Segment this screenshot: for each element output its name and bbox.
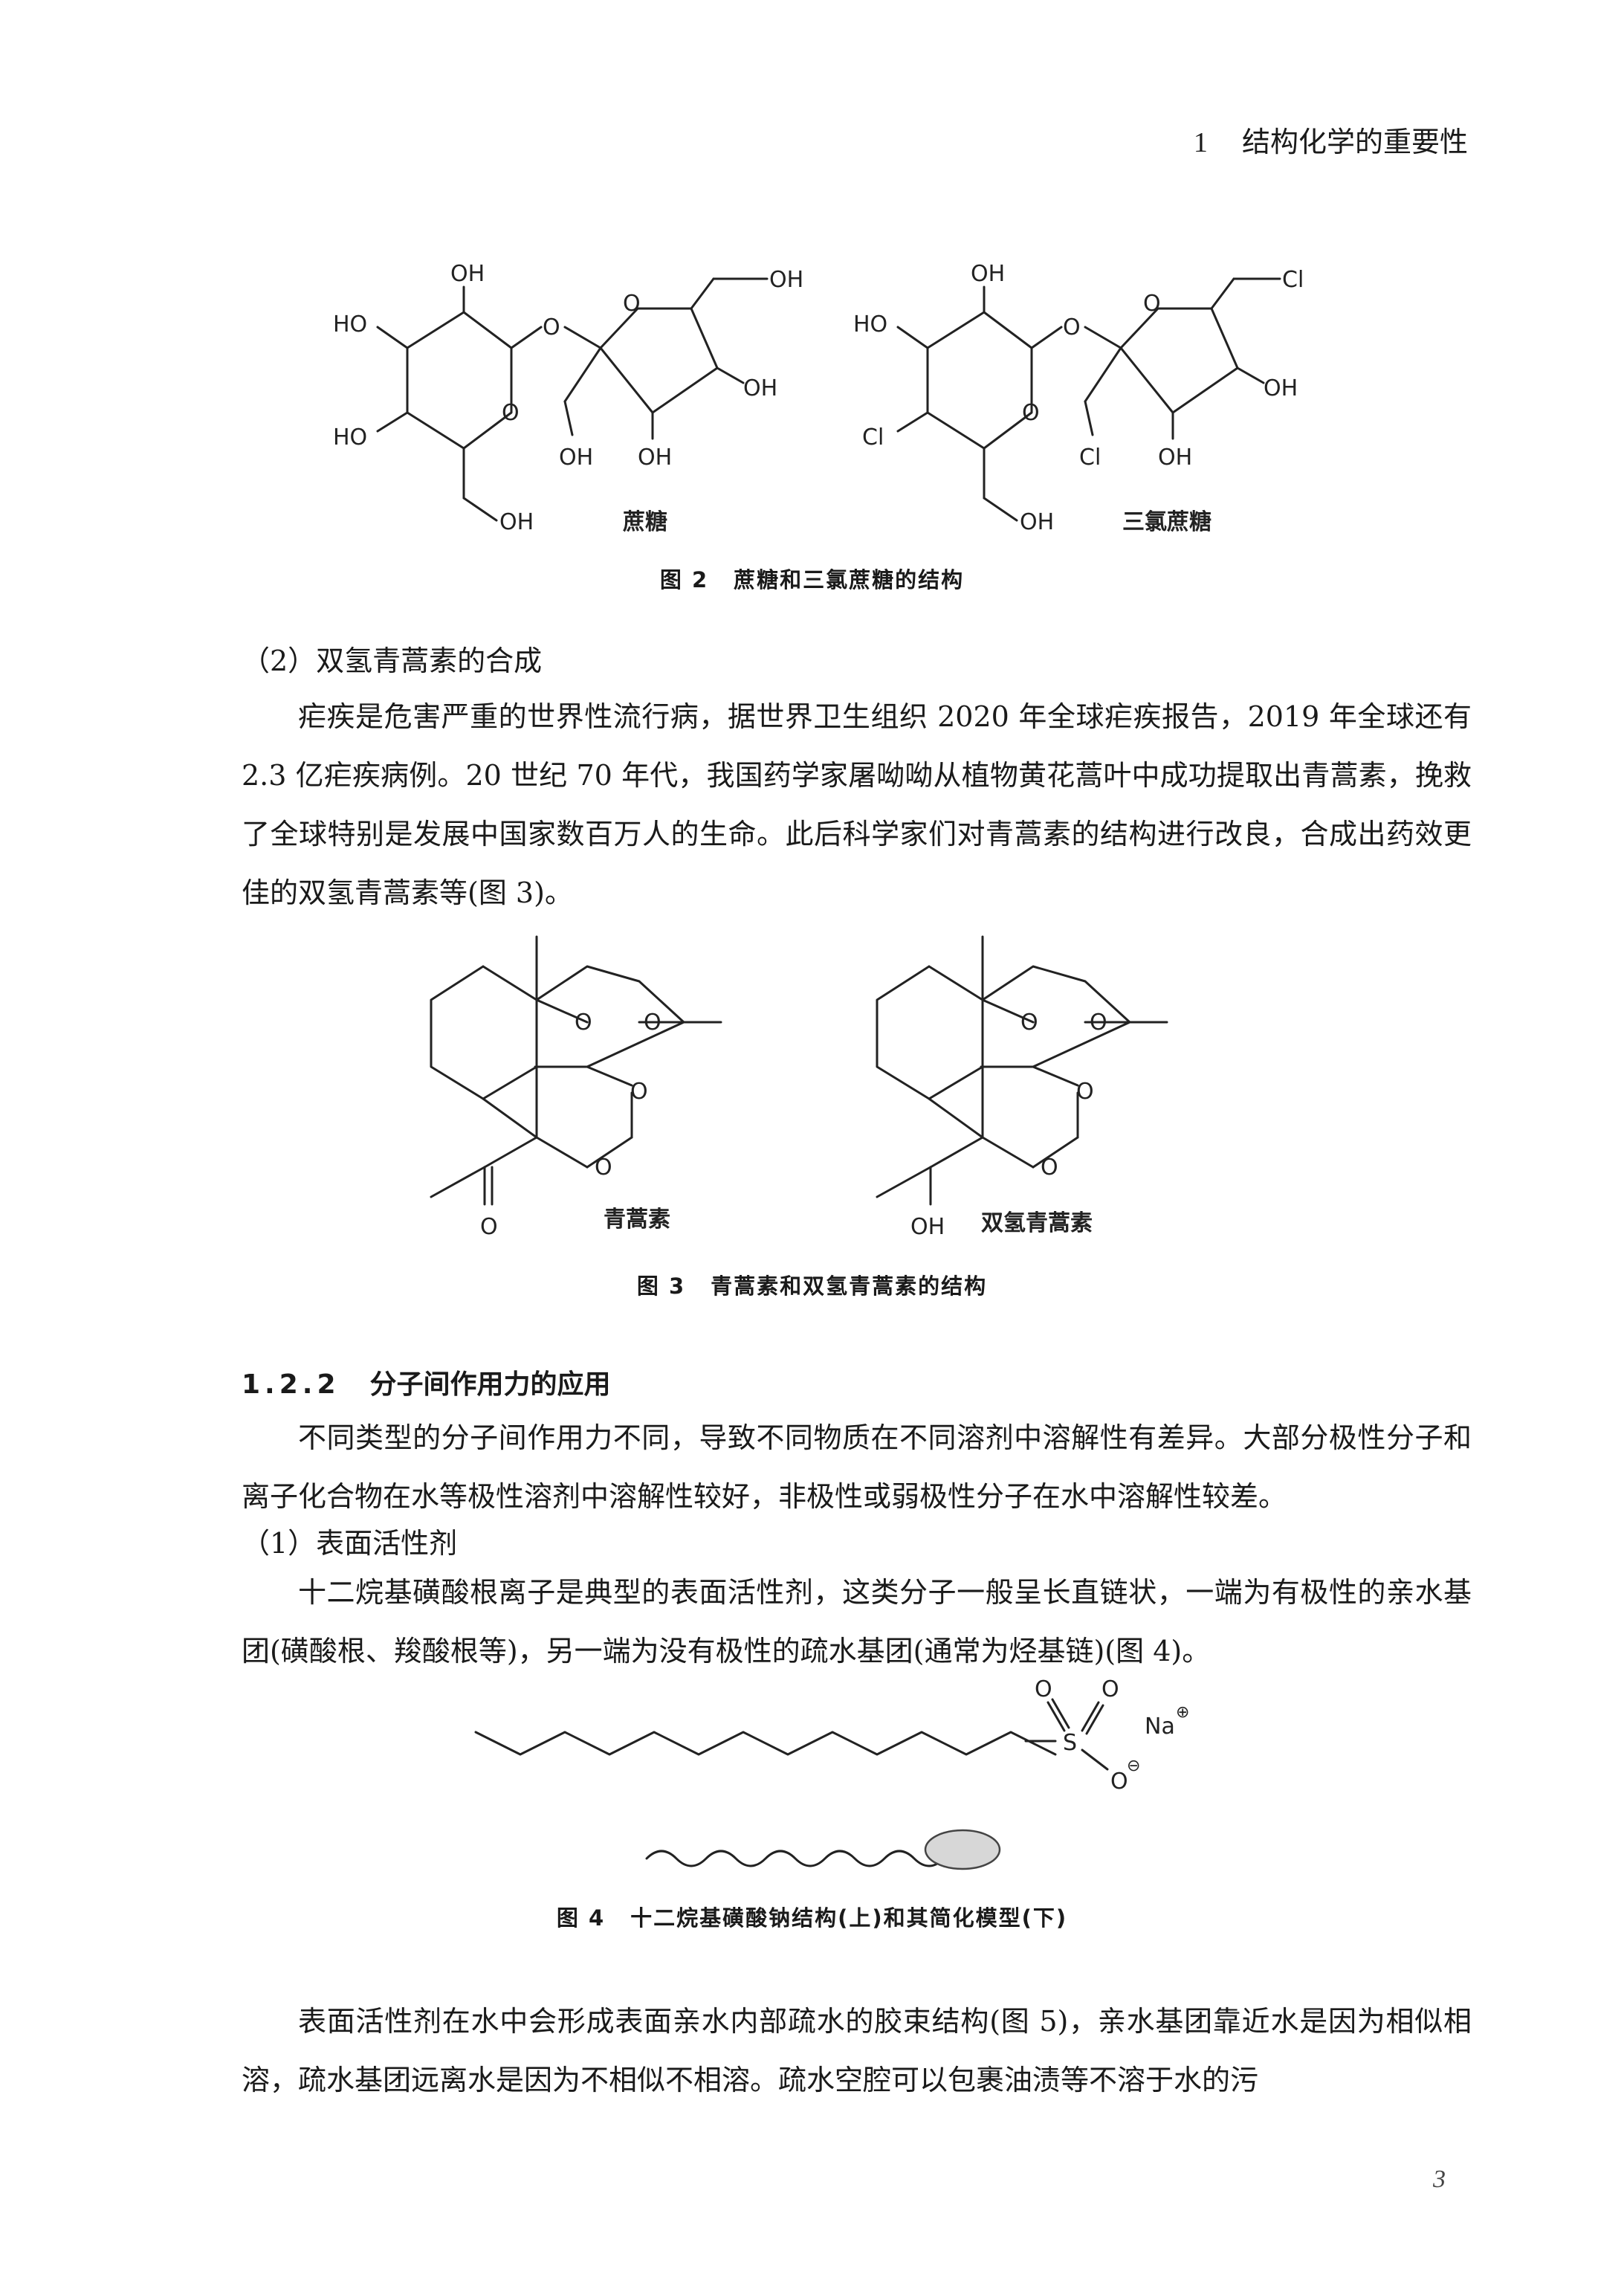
figure-2-number: 图 2: [659, 567, 709, 592]
dihydro-oh: OH: [910, 1214, 945, 1240]
sucrose-oh-top: OH: [450, 261, 485, 287]
figure-2-structures: OH HO HO OH O O O OH OH OH OH 蔗糖 OH HO C…: [333, 261, 1304, 535]
sucrose-oh-ring-bottom: OH: [638, 445, 672, 471]
sucralose-structure: OH HO Cl OH O O O Cl OH OH Cl 三氯蔗糖: [853, 261, 1304, 535]
figure-2-text: 蔗糖和三氯蔗糖的结构: [734, 567, 965, 592]
figure-3-number: 图 3: [636, 1273, 686, 1299]
sucralose-cl-ch2-left: Cl: [1079, 445, 1101, 471]
paragraph-micelle-text: 表面活性剂在水中会形成表面亲水内部疏水的胶束结构(图 5)，亲水基团靠近水是因为…: [242, 2005, 1472, 2096]
sucralose-furanose-o: O: [1143, 291, 1161, 317]
sulfonate-o-minus: O: [1110, 1769, 1128, 1795]
running-header: 1 结构化学的重要性: [1194, 119, 1468, 160]
artemisinin-o4: O: [595, 1155, 612, 1181]
section-122-heading: 1.2.2 分子间作用力的应用: [242, 1363, 611, 1401]
figure-3-text: 青蒿素和双氢青蒿素的结构: [711, 1273, 988, 1299]
dihydro-o3: O: [1076, 1079, 1094, 1105]
paragraph-malaria: 疟疾是危害严重的世界性流行病，据世界卫生组织 2020 年全球疟疾报告，2019…: [242, 688, 1472, 923]
sucrose-furanose-o: O: [623, 291, 641, 317]
sucrose-oh-ch2-left: OH: [559, 445, 593, 471]
paragraph-surfactant-text: 十二烷基磺酸根离子是典型的表面活性剂，这类分子一般呈长直链状，一端为有极性的亲水…: [242, 1576, 1472, 1667]
sucrose-oh-ring-right: OH: [743, 375, 777, 401]
sucrose-oh-bottom: OH: [499, 509, 534, 535]
dihydro-o2: O: [1090, 1010, 1107, 1036]
subsection-dihydroartemisinin-title: （2）双氢青蒿素的合成: [242, 645, 543, 677]
sucralose-bridge-o: O: [1063, 314, 1081, 340]
figure-3-caption: 图 3 青蒿素和双氢青蒿素的结构: [0, 1269, 1624, 1300]
sodium-dodecyl-sulfonate-structure: S O O O ⊖ Na ⊕: [474, 1676, 1189, 1795]
sulfonate-o-top-right: O: [1101, 1676, 1119, 1702]
subsection-surfactant-title: （1）表面活性剂: [242, 1527, 458, 1560]
sucrose-structure: OH HO HO OH O O O OH OH OH OH 蔗糖: [333, 261, 803, 535]
sucralose-cl-left: Cl: [862, 424, 884, 451]
sucralose-oh-bottom: OH: [1020, 509, 1054, 535]
sucralose-oh-ring-bottom: OH: [1158, 445, 1192, 471]
sucrose-pyranose-o: O: [502, 400, 520, 426]
figure-2-caption: 图 2 蔗糖和三氯蔗糖的结构: [0, 563, 1624, 594]
sucralose-pyranose-o: O: [1022, 400, 1040, 426]
sulfur-atom: S: [1063, 1730, 1077, 1756]
artemisinin-o3: O: [630, 1079, 648, 1105]
section-122-title: 分子间作用力的应用: [369, 1369, 611, 1400]
sucralose-oh-top: OH: [971, 261, 1005, 287]
dihydroartemisinin-name: 双氢青蒿素: [981, 1210, 1093, 1236]
artemisinin-name: 青蒿素: [604, 1207, 670, 1233]
sucralose-name: 三氯蔗糖: [1122, 509, 1211, 535]
chapter-number: 1: [1193, 127, 1208, 158]
dihydro-o4: O: [1041, 1155, 1058, 1181]
sulfonate-o-top-left: O: [1035, 1676, 1052, 1702]
surfactant-simplified-model: [645, 1829, 1001, 1870]
sucrose-ho-upper: HO: [333, 311, 367, 338]
figure-4-number: 图 4: [556, 1905, 606, 1931]
paragraph-malaria-text: 疟疾是危害严重的世界性流行病，据世界卫生组织 2020 年全球疟疾报告，2019…: [242, 700, 1472, 909]
artemisinin-o1: O: [575, 1010, 592, 1036]
sucralose-ho-upper: HO: [853, 311, 887, 338]
paragraph-solubility-text: 不同类型的分子间作用力不同，导致不同物质在不同溶剂中溶解性有差异。大部分极性分子…: [242, 1421, 1472, 1513]
sucrose-ho-lower: HO: [333, 424, 367, 451]
dihydro-o1: O: [1020, 1010, 1038, 1036]
figure-4-text: 十二烷基磺酸钠结构(上)和其简化模型(下): [630, 1905, 1068, 1931]
sucralose-cl-ch2-top: Cl: [1282, 267, 1304, 293]
sodium-atom: Na: [1145, 1714, 1175, 1740]
hydrophilic-head-shape: [924, 1829, 1001, 1870]
plus-charge: ⊕: [1176, 1703, 1189, 1722]
sucrose-name: 蔗糖: [623, 509, 667, 535]
figure-4-caption: 图 4 十二烷基磺酸钠结构(上)和其简化模型(下): [0, 1901, 1624, 1932]
section-122-number: 1.2.2: [242, 1369, 340, 1400]
page-number: 3: [1433, 2166, 1446, 2193]
minus-charge: ⊖: [1127, 1757, 1140, 1775]
paragraph-micelle: 表面活性剂在水中会形成表面亲水内部疏水的胶束结构(图 5)，亲水基团靠近水是因为…: [242, 1992, 1472, 2110]
sucralose-oh-ring-right: OH: [1264, 375, 1298, 401]
paragraph-solubility: 不同类型的分子间作用力不同，导致不同物质在不同溶剂中溶解性有差异。大部分极性分子…: [242, 1409, 1472, 1526]
figure-3-structures: O O O O O 青蒿素 O O O O OH 双氢青蒿素: [430, 935, 1168, 1240]
artemisinin-carbonyl-o: O: [480, 1214, 498, 1240]
sucrose-bridge-o: O: [543, 314, 560, 340]
figure-4-structures: S O O O ⊖ Na ⊕: [474, 1676, 1189, 1870]
sucrose-oh-ch2-top: OH: [769, 267, 803, 293]
artemisinin-structure: O O O O O 青蒿素: [430, 935, 722, 1240]
paragraph-surfactant: 十二烷基磺酸根离子是典型的表面活性剂，这类分子一般呈长直链状，一端为有极性的亲水…: [242, 1563, 1472, 1681]
chapter-title: 结构化学的重要性: [1241, 126, 1468, 158]
dihydroartemisinin-structure: O O O O OH 双氢青蒿素: [876, 935, 1168, 1240]
artemisinin-o2: O: [644, 1010, 661, 1036]
